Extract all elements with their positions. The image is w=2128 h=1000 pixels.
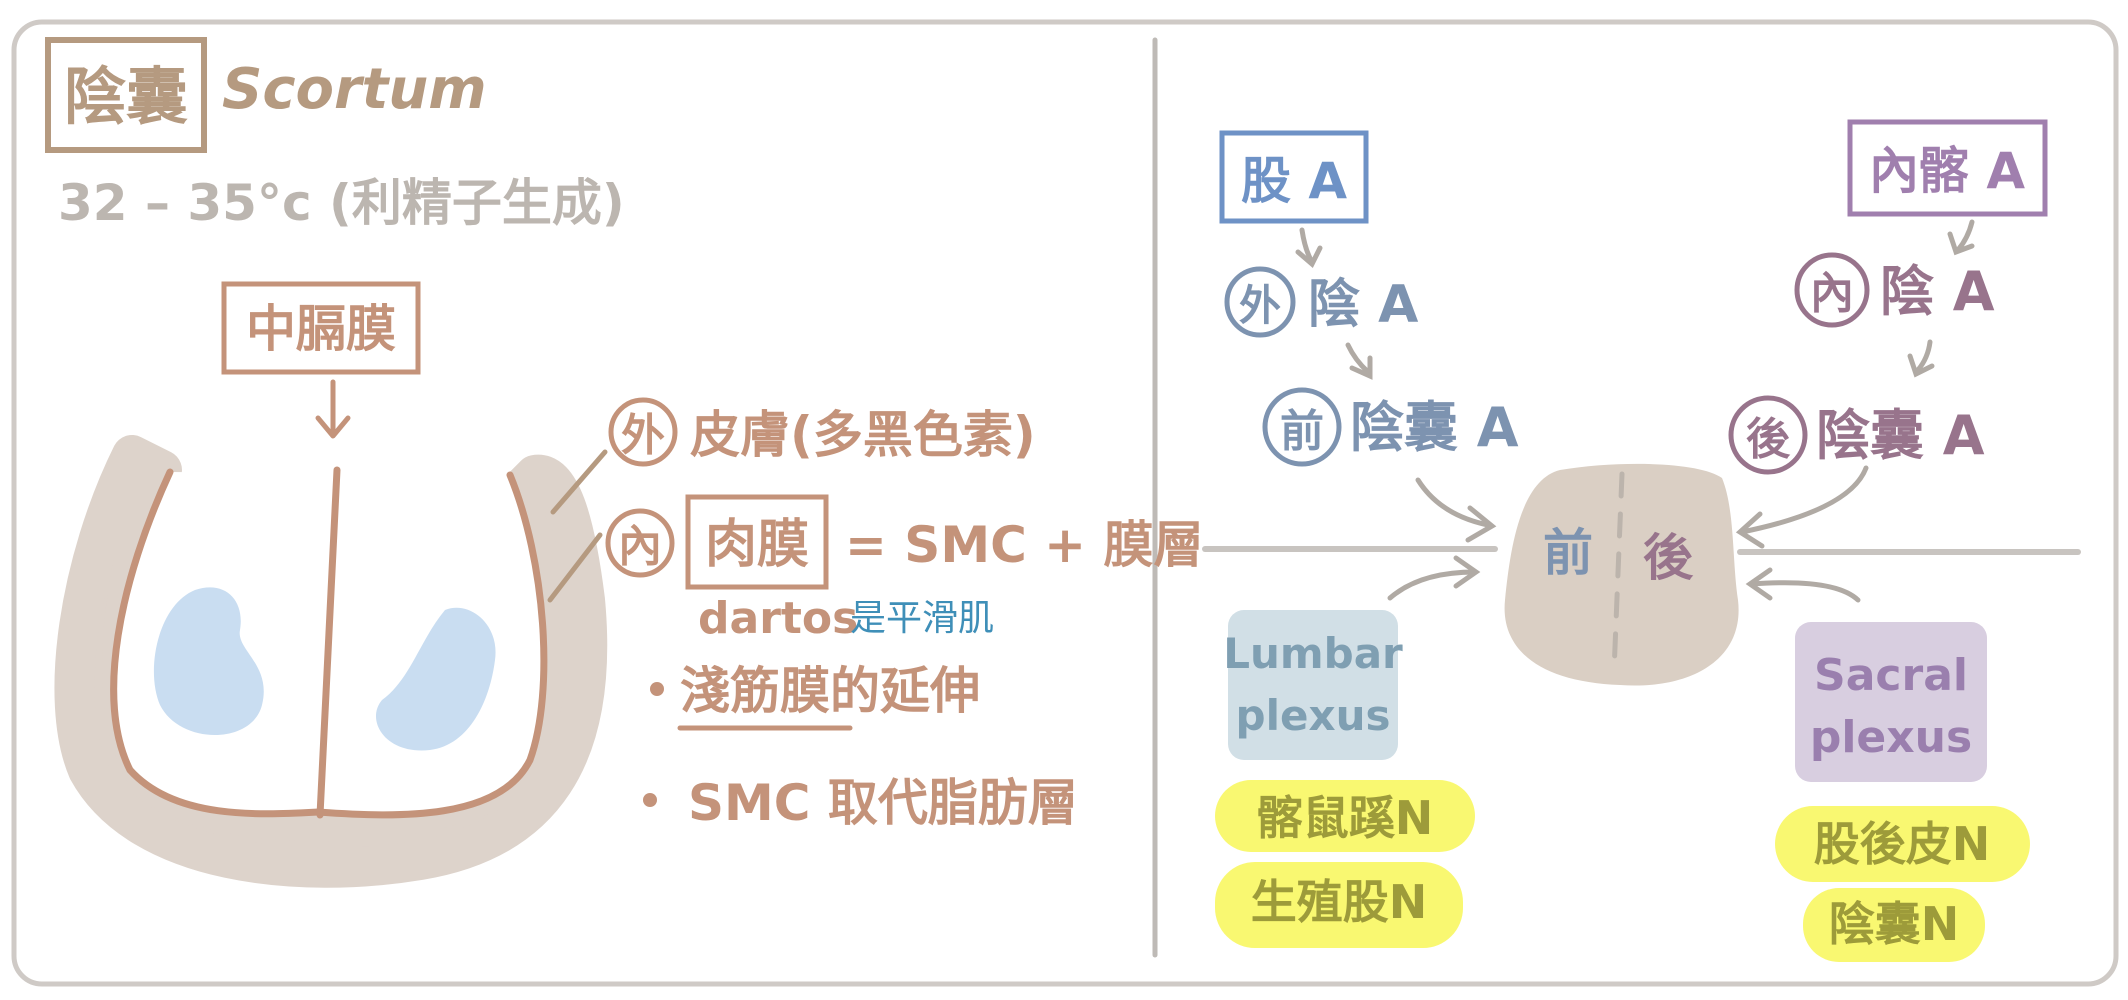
arrow-post-scrotal-to-scrotum — [1739, 465, 1869, 535]
lumbar-n2-highlight — [1215, 862, 1463, 948]
bullet-1: 淺筋膜的延伸 — [680, 662, 980, 720]
arrow-ant-scrotal-to-scrotum-head — [1465, 505, 1497, 543]
lumbar-n2: 生殖股N — [1251, 875, 1428, 929]
scrotum-blob — [1504, 463, 1739, 686]
septum-line — [316, 466, 341, 819]
internal-iliac-a-label: 內髂 A — [1869, 142, 2025, 200]
dartos-equation: = SMC + 膜層 — [845, 516, 1203, 574]
scrotum-blob-divider — [1611, 471, 1625, 675]
int-marker: 內 — [1810, 268, 1854, 319]
sacral-n1-highlight — [1775, 806, 2030, 882]
dartos-box — [685, 494, 829, 590]
post-marker: 後 — [1746, 414, 1791, 465]
scrotum-back-label: 後 — [1643, 529, 1694, 587]
lumbar-n1-highlight — [1215, 780, 1475, 852]
arrow-iliac-to-int — [1955, 219, 1975, 253]
ant-marker-circle — [1262, 387, 1342, 467]
title-box — [45, 37, 207, 153]
arrow-ext-to-ant — [1345, 342, 1371, 375]
arrow-post-scrotal-to-scrotum-head — [1735, 511, 1765, 549]
ext-marker: 外 — [1239, 281, 1281, 330]
arrow-int-to-post-head — [1907, 353, 1935, 378]
dartos-label: dartos — [698, 593, 858, 644]
title-en: Scortum — [222, 57, 487, 122]
arrow-lumbar-to-scrotum-head — [1453, 555, 1481, 589]
left-testis — [153, 587, 264, 735]
dartos-box-text: 肉膜 — [705, 515, 809, 575]
scrotum-front-label: 前 — [1543, 524, 1593, 582]
arrow-sacral-to-scrotum — [1749, 580, 1861, 603]
ext-pudendal-a: 陰 A — [1308, 275, 1418, 335]
int-pudendal-a: 陰 A — [1880, 260, 1995, 323]
arrow-int-to-post — [1915, 339, 1933, 373]
temperature-note: 32 – 35°c (利精子生成) — [58, 174, 625, 232]
title-zh: 陰囊 — [64, 60, 188, 133]
bullet-dot-1 — [650, 682, 664, 696]
arrow-ext-to-ant-head — [1349, 355, 1373, 380]
lumbar-plexus-box — [1228, 610, 1398, 760]
septum-label-box — [221, 281, 421, 375]
bullet-dot-2 — [643, 793, 657, 807]
septum-label: 中膈膜 — [246, 300, 396, 358]
inner-marker: 內 — [618, 521, 662, 572]
post-marker-circle — [1728, 395, 1808, 475]
lumbar-line-1: Lumbar — [1223, 629, 1403, 678]
dartos-note: 是平滑肌 — [850, 598, 994, 639]
ant-marker: 前 — [1280, 406, 1324, 457]
ext-marker-circle — [1224, 266, 1296, 338]
arrow-sacral-to-scrotum-head — [1745, 567, 1773, 601]
arrow-iliac-to-int-head — [1947, 231, 1975, 256]
inner-pointer — [547, 532, 603, 603]
outer-skin-text: 皮膚(多黑色素) — [690, 406, 1036, 464]
femoral-a-box — [1219, 130, 1369, 224]
post-scrotal-a: 陰囊 A — [1816, 404, 1985, 467]
int-marker-circle — [1794, 252, 1870, 328]
internal-iliac-a-box — [1847, 119, 2048, 217]
sacral-n2: 陰囊N — [1829, 897, 1960, 951]
femoral-a-label: 股 A — [1241, 152, 1347, 210]
ant-scrotal-a: 陰囊 A — [1350, 396, 1519, 459]
outer-marker: 外 — [621, 410, 665, 461]
outer-pointer — [550, 449, 608, 515]
bullet-2: SMC 取代脂肪層 — [688, 774, 1078, 832]
lumbar-n1: 髂鼠蹊N — [1257, 791, 1434, 845]
sacral-plexus-box — [1795, 622, 1987, 782]
outer-marker-circle — [608, 397, 678, 467]
arrow-lumbar-to-scrotum — [1387, 569, 1478, 601]
sacral-line-2: plexus — [1810, 712, 1972, 763]
sacral-line-1: Sacral — [1814, 650, 1968, 701]
arrow-ant-scrotal-to-scrotum — [1415, 477, 1491, 528]
sacral-n1: 股後皮N — [1814, 817, 1991, 871]
arrow-femoral-to-ext-head — [1295, 245, 1323, 268]
septum-arrow-head — [315, 415, 351, 439]
sacral-n2-highlight — [1803, 888, 1985, 962]
lumbar-line-2: plexus — [1236, 691, 1391, 740]
right-testis — [375, 607, 496, 751]
inner-marker-circle — [605, 508, 675, 578]
